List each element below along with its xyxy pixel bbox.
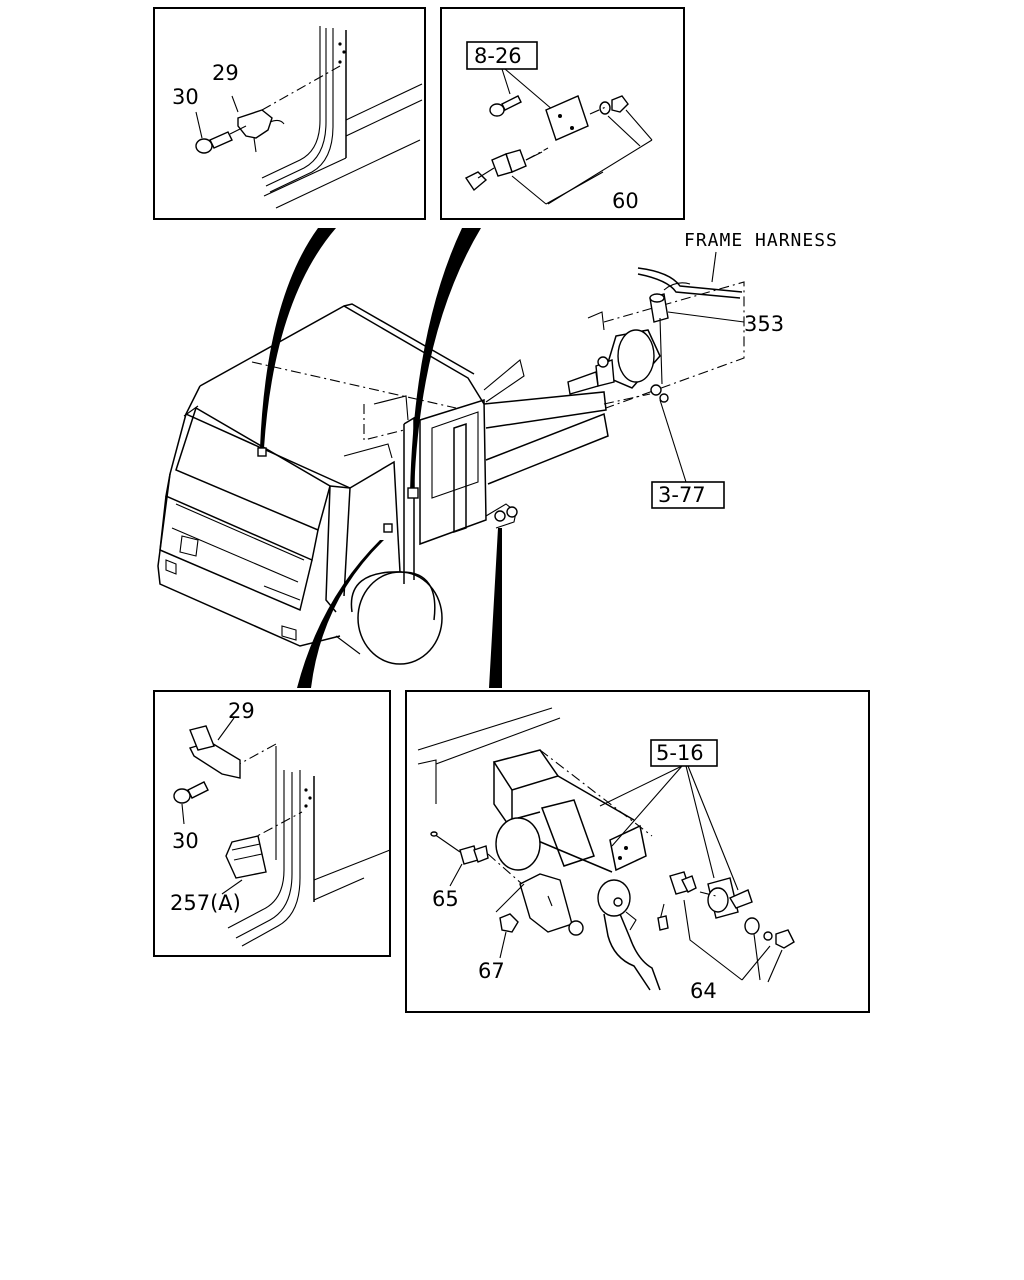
detail-panel-bottom-left: 29 30 257(A): [153, 690, 391, 957]
label-60: 60: [612, 189, 639, 213]
label-67: 67: [478, 959, 505, 983]
callout-pointer-bottom-left: [297, 540, 384, 688]
callout-pointer-top-left: [260, 228, 336, 448]
sensor-icon: [430, 831, 489, 865]
label-30-bottom: 30: [172, 829, 199, 853]
label-30-top: 30: [172, 85, 199, 109]
bolt-icon: [195, 131, 233, 154]
nut-icon: [499, 913, 519, 933]
lamp-icon: [225, 835, 267, 879]
callout-pointer-top-right: [410, 228, 481, 492]
reference-label-8-26: 8-26: [474, 44, 522, 68]
detail-panel-top-right: 8-26 60: [440, 7, 685, 220]
reference-box-5-16: [650, 739, 718, 767]
callout-pointer-bottom-right: [489, 528, 502, 688]
switch-icon: [657, 871, 697, 931]
reference-label-5-16: 5-16: [656, 741, 704, 765]
label-29-top: 29: [212, 61, 239, 85]
bolt-icon: [173, 781, 209, 804]
bracket-icon: [237, 109, 273, 139]
frame-harness-label: FRAME HARNESS: [684, 230, 838, 251]
label-29-bottom: 29: [228, 699, 255, 723]
frame-harness-assembly: FRAME HARNESS 353 3-77: [567, 230, 838, 509]
label-65: 65: [432, 887, 459, 911]
detail-panel-top-left: 29 30: [153, 7, 426, 220]
label-353: 353: [744, 312, 784, 336]
label-257a: 257(A): [170, 891, 241, 915]
reference-label-3-77: 3-77: [658, 483, 706, 507]
truck-illustration: [157, 281, 745, 665]
sensor-icon: [649, 293, 669, 323]
reference-box-8-26: [466, 41, 538, 70]
switch-icon: [464, 149, 543, 192]
detail-panel-bottom-right: 5-16 65 67 64: [405, 690, 870, 1013]
label-64: 64: [690, 979, 717, 1003]
plate-icon: [545, 95, 589, 141]
reference-box-3-77: [651, 481, 725, 509]
